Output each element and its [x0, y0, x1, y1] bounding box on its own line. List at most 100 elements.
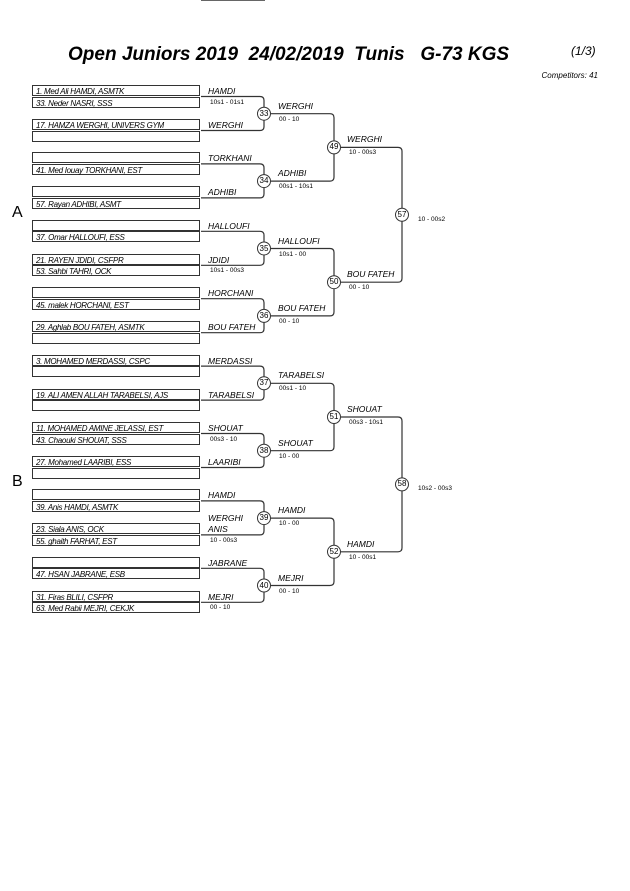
bracket-line: [201, 163, 265, 176]
match-result: 10s2 - 00s3: [418, 485, 452, 493]
match-result: 10s1 - 00: [279, 250, 307, 258]
competitor-row: 21. RAYEN JDIDI, CSFPR: [32, 253, 200, 265]
entrant-label: LAARIBI: [208, 457, 241, 467]
match-winner: SHOUAT: [347, 404, 382, 414]
competitor-row: 27. Mohamed LAARIBI, ESS: [32, 456, 200, 467]
entrant-label-overlay: WERGHI: [208, 512, 243, 523]
match-number: 49: [329, 142, 339, 152]
match-result: 00s1 - 10s1: [279, 183, 313, 191]
competitor-row: 19. ALI AMEN ALLAH TARABELSI, AJS: [32, 388, 200, 400]
competitor-row: 63. Med Rabii MEJRI, CEKJK: [32, 602, 200, 614]
competitor-row: 3. MOHAMED MERDASSI, CSPC: [32, 354, 200, 366]
bracket-line: [201, 230, 265, 243]
bracket-line: [201, 365, 265, 378]
bracket-line: [341, 220, 403, 283]
competitors-count: Competitors: 41: [541, 71, 598, 80]
entrant-label: MEJRI: [208, 591, 234, 602]
competitor-row: 37. Omar HALLOUFI, ESS: [32, 231, 200, 243]
bracket-line: [201, 432, 265, 445]
competitor-row: [32, 186, 200, 198]
competitor-row: 47. HSAN JABRANE, ESB: [32, 568, 200, 580]
competitor-row: 31. Firas BLILI, CSFPR: [32, 590, 200, 602]
match-result: 10 - 00s1: [349, 553, 377, 561]
match-number: 39: [259, 513, 269, 523]
match-result: 00 - 10: [279, 587, 300, 595]
entrant-label: JDIDI: [208, 254, 230, 265]
entrant-label: HALLOUFI: [208, 220, 250, 231]
entrant-label: ANIS: [208, 524, 228, 535]
divider: [201, 0, 265, 1]
bracket-line: [271, 113, 335, 142]
pool-label-a: A: [12, 204, 23, 221]
bracket-line: [341, 146, 403, 209]
entrant-label: HAMDI: [208, 86, 236, 96]
match-winner: HAMDI: [278, 505, 306, 516]
competitor-row: [32, 400, 200, 412]
bracket-line: [271, 517, 335, 546]
match-number: 34: [259, 176, 269, 186]
match-circle: [257, 376, 271, 391]
match-circle: [395, 207, 409, 222]
bracket-line: [271, 153, 335, 182]
competitor-row: [32, 219, 200, 231]
competitor-row: [32, 489, 200, 501]
competitor-row: [32, 130, 200, 142]
bracket-line: [271, 423, 335, 452]
match-number: 58: [397, 479, 407, 489]
prelim-score: 10s1 - 01s1: [210, 98, 244, 106]
bracket-line: [201, 298, 265, 310]
match-number: 38: [259, 445, 269, 455]
bracket-line: [201, 500, 265, 513]
match-winner: HALLOUFI: [278, 235, 320, 246]
entrant-label: HORCHANI: [208, 288, 254, 299]
competitor-row: 1. Med Ali HAMDI, ASMTK: [32, 85, 200, 96]
match-circle: [327, 410, 341, 424]
entrant-label: JABRANE: [208, 557, 248, 568]
competitor-row: 17. HAMZA WERGHI, UNIVERS GYM: [32, 119, 200, 130]
match-winner: MEJRI: [278, 572, 304, 583]
match-result: 10 - 00: [279, 520, 300, 528]
match-circle: [327, 140, 341, 155]
match-result: 10 - 00s3: [349, 149, 377, 157]
prelim-score: 00 - 10: [210, 604, 231, 612]
match-number: 35: [259, 243, 269, 253]
prelim-score: 00s3 - 10: [210, 435, 238, 443]
match-circle: [257, 511, 271, 526]
match-result: 00s3 - 10s1: [349, 419, 383, 426]
page-number: (1/3): [571, 44, 596, 58]
match-winner: SHOUAT: [278, 437, 313, 448]
match-circle: [257, 106, 271, 121]
entrant-label: BOU FATEH: [208, 322, 256, 333]
bracket-line: [271, 247, 335, 277]
match-number: 51: [329, 412, 339, 421]
match-circle: [257, 174, 271, 189]
competitor-row: 41. Med Iouay TORKHANI, EST: [32, 163, 200, 175]
match-circle: [257, 578, 271, 593]
match-circle: [395, 477, 409, 492]
competitor-row: 33. Neder NASRI, SSS: [32, 96, 200, 108]
entrant-label: TORKHANI: [208, 153, 252, 164]
match-number: 40: [259, 580, 269, 590]
competitor-row: 23. Siala ANIS, OCK: [32, 523, 200, 535]
match-result: 10 - 00: [279, 452, 300, 460]
competitor-row: [32, 287, 200, 299]
bracket-line: [201, 95, 265, 108]
competitor-row: [32, 366, 200, 378]
match-circle: [327, 275, 341, 290]
competitor-row: 39. Anis HAMDI, ASMTK: [32, 500, 200, 512]
match-number: 36: [259, 310, 269, 320]
competitor-row: 11. MOHAMED AMINE JELASSI, EST: [32, 422, 200, 433]
match-result: 00 - 10: [279, 317, 300, 325]
bracket-line: [201, 119, 265, 132]
entrant-label: MERDASSI: [208, 355, 253, 366]
entrant-label: TARABELSI: [208, 389, 255, 400]
bracket-line: [201, 321, 265, 334]
match-result: 00 - 10: [349, 284, 370, 292]
entrant-label: HAMDI: [208, 490, 236, 501]
match-winner: BOU FATEH: [347, 269, 395, 280]
competitor-row: [32, 467, 200, 479]
bracket-line: [201, 456, 265, 469]
bracket-line: [201, 591, 265, 603]
entrant-label: SHOUAT: [208, 423, 243, 433]
